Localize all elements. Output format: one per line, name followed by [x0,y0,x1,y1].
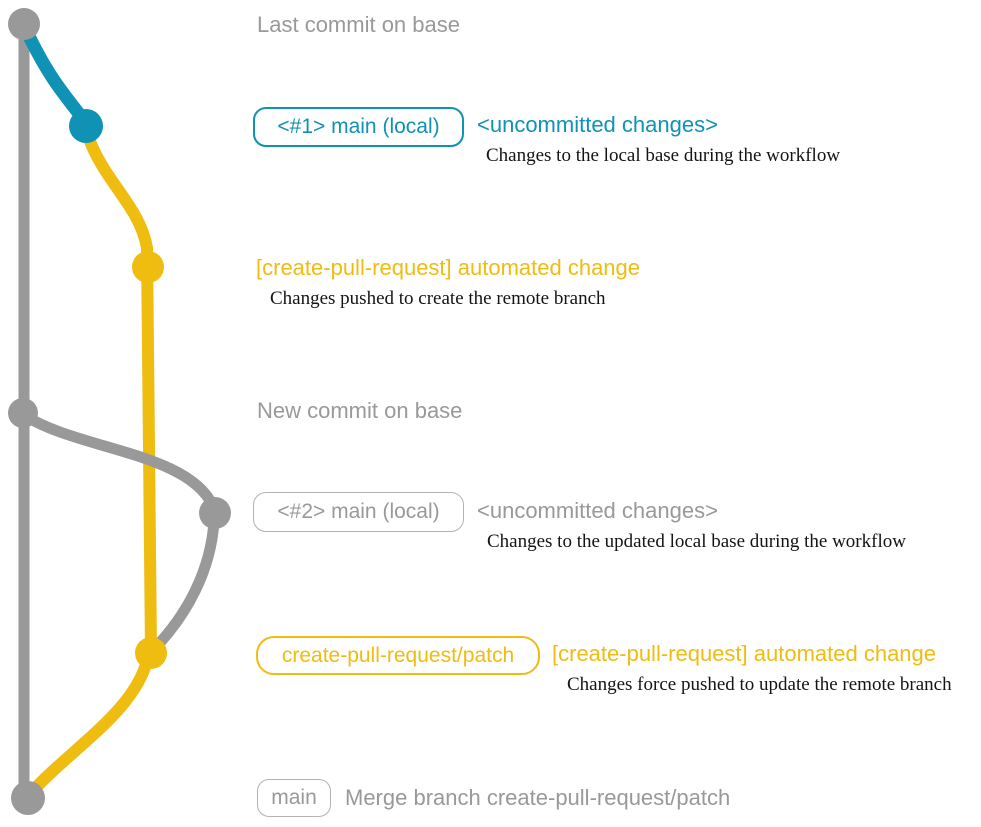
uncommitted-changes-heading-1: <uncommitted changes> [477,112,718,137]
rebase-edge [18,409,219,512]
uncommitted-changes-heading-2: <uncommitted changes> [477,498,718,523]
uncommitted-changes-desc-2: Changes to the updated local base during… [487,531,906,552]
new-commit-label: New commit on base [257,398,463,423]
branch-badge-create-pull-request-patch: create-pull-request/patch [256,636,540,675]
branch-badge-main-text: main [271,786,317,809]
uncommitted-changes-desc-1: Changes to the local base during the wor… [486,145,841,166]
merge-branch-label: Merge branch create-pull-request/patch [345,785,731,810]
commit-automated-change-2 [135,637,167,669]
branch-badge-main-local-1-text: <#1> main (local) [277,115,440,138]
automated-change-desc-1: Changes pushed to create the remote bran… [270,288,606,309]
branch-badge-main-local-2: <#2> main (local) [253,492,464,532]
local-change-edge-1 [18,21,91,127]
automated-change-heading-1: [create-pull-request] automated change [256,255,641,280]
branch-badge-main-local-1: <#1> main (local) [253,107,464,147]
patch-branch-line [82,130,157,657]
commit-last-on-base [8,8,40,40]
branch-badge-create-pull-request-patch-text: create-pull-request/patch [281,643,515,667]
automated-change-heading-2: [create-pull-request] automated change [552,641,937,666]
commit-uncommitted-2 [199,497,231,529]
last-commit-label: Last commit on base [257,12,460,37]
branch-badge-main: main [257,779,331,817]
commit-uncommitted-1 [69,109,103,143]
automated-change-desc-2: Changes force pushed to update the remot… [567,674,952,695]
commit-merge [11,781,45,815]
commit-new-on-base [8,398,38,428]
branch-badge-main-local-2-text: <#2> main (local) [277,500,440,523]
commit-automated-change-1 [132,251,164,283]
force-push-edge [148,515,220,655]
merge-edge [23,655,153,801]
